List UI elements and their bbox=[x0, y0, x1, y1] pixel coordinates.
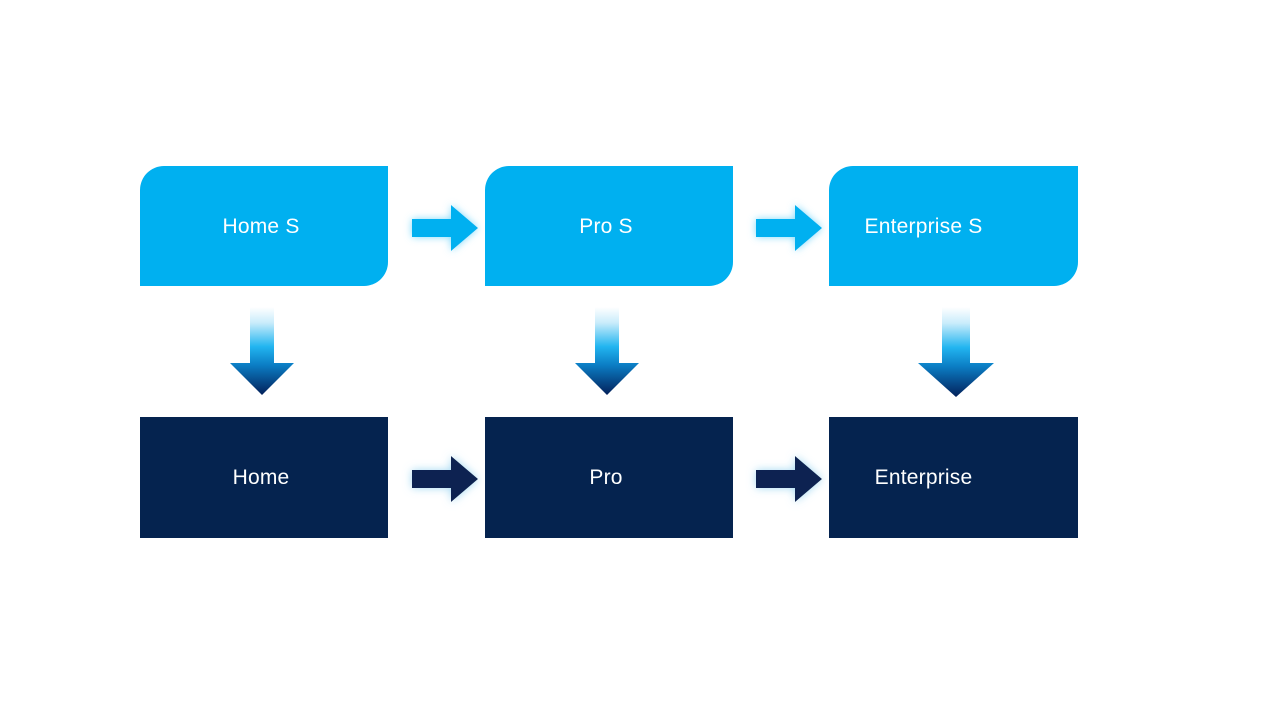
node-home[interactable]: Home bbox=[140, 417, 388, 538]
node-enterprise-s[interactable]: Enterprise S bbox=[829, 166, 1078, 286]
arrow-right-icon bbox=[406, 449, 484, 509]
node-enterprise[interactable]: Enterprise bbox=[829, 417, 1078, 538]
node-pro-s[interactable]: Pro S bbox=[485, 166, 733, 286]
node-label: Home bbox=[232, 466, 290, 489]
arrow-right-icon bbox=[750, 198, 828, 258]
arrow-down-icon bbox=[222, 305, 302, 400]
node-label: Enterprise S bbox=[864, 214, 983, 238]
node-pro[interactable]: Pro bbox=[485, 417, 733, 538]
node-label: Pro bbox=[589, 466, 623, 489]
node-label: Pro S bbox=[579, 214, 633, 238]
arrow-right-icon bbox=[406, 198, 484, 258]
arrow-down-icon bbox=[567, 305, 647, 400]
node-label: Enterprise bbox=[874, 466, 973, 489]
node-home-s[interactable]: Home S bbox=[140, 166, 388, 286]
arrow-right-icon bbox=[750, 449, 828, 509]
arrow-down-icon bbox=[910, 305, 1002, 400]
node-label: Home S bbox=[222, 214, 300, 238]
